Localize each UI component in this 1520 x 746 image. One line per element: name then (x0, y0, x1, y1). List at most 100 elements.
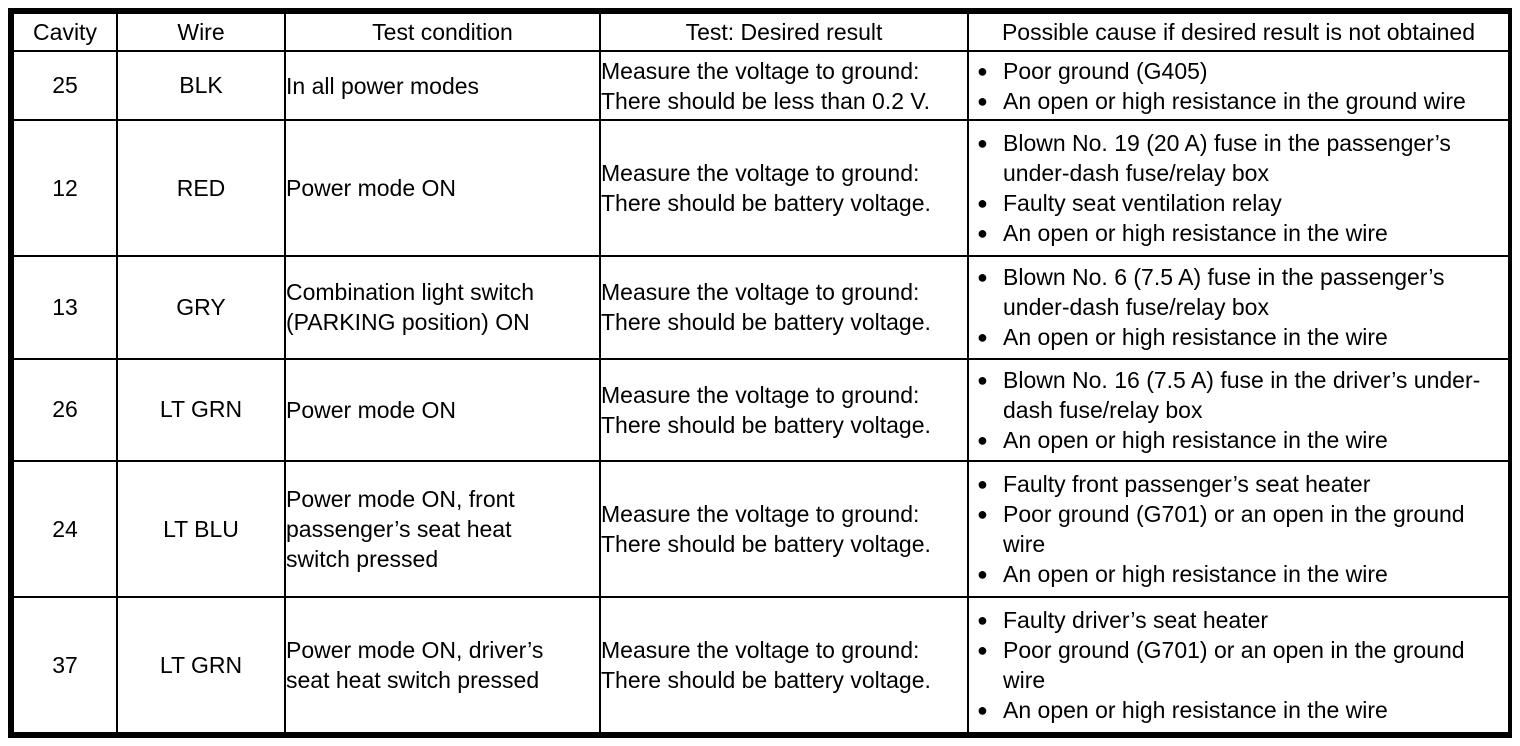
text-line: Measure the voltage to ground: (601, 501, 920, 528)
cell-wire: GRY (116, 255, 286, 360)
cause-list-item: ● Poor ground (G405) (969, 56, 1508, 86)
cause-text: Blown No. 16 (7.5 A) fuse in the driver’… (1003, 366, 1481, 423)
text-line: Measure the voltage to ground: (601, 381, 920, 408)
cause-list: ● Blown No. 16 (7.5 A) fuse in the driver… (969, 365, 1508, 455)
cell-cavity: 12 (12, 119, 118, 258)
cause-list-item: ● An open or high resistance in the wire (969, 218, 1508, 248)
diagnostic-table: Cavity Wire Test condition Test: Desired… (12, 12, 1510, 734)
cause-list: ●Faulty driver’s seat heater●Poor ground… (969, 605, 1508, 725)
column-header-test-condition: Test condition (284, 12, 601, 52)
cell-test-desired-result: Measure the voltage to ground:There shou… (599, 357, 969, 463)
text-line: There should be battery voltage. (601, 531, 931, 558)
cause-list-item: ● Poor ground (G701) or an open in the gr… (969, 499, 1508, 559)
column-header-possible-cause: Possible cause if desired result is not … (967, 12, 1510, 52)
cause-text: Faulty front passenger’s seat heater (1003, 471, 1371, 498)
cell-test-condition: Power mode ON, front passenger’s seat hea… (284, 460, 601, 599)
cell-wire: BLK (116, 49, 286, 122)
cause-text: An open or high resistance in the wire (1003, 324, 1388, 351)
text-line: Power mode ON, driver’s (286, 637, 544, 663)
cell-test-condition: Power mode ON (284, 357, 601, 463)
cause-list-item: ● Faulty driver’s seat heater (969, 605, 1508, 635)
text-line: There should be battery voltage. (601, 190, 931, 217)
text-line: Measure the voltage to ground: (601, 279, 920, 306)
cause-text: Faulty driver’s seat heater (1003, 607, 1269, 633)
text-line: There should be battery voltage. (601, 309, 931, 336)
column-header-test-desired-result: Test: Desired result (599, 12, 969, 52)
cell-test-condition: In all power modes (284, 49, 601, 122)
cell-cavity: 26 (12, 357, 118, 463)
bullet-icon: ● (977, 504, 988, 525)
cell-test-condition: Combination light switch (PARKING positio… (284, 255, 601, 360)
cause-list-item: ● Faulty seat ventilation relay (969, 188, 1508, 218)
cause-text: Poor ground (G701) or an open in the gro… (1003, 637, 1465, 693)
cause-list-item: ● Blown No. 19 (20 A) fuse in the passeng… (969, 128, 1508, 188)
diagnostic-table-container: Cavity Wire Test condition Test: Desired… (8, 8, 1512, 738)
cause-text: Faulty seat ventilation relay (1003, 190, 1282, 217)
text-line: There should be less than 0.2 V. (601, 87, 931, 114)
text-line: passenger’s seat heat (286, 516, 512, 543)
bullet-icon: ● (977, 429, 988, 450)
cell-possible-cause: ● Faulty front passenger’s seat heater ● Po… (967, 460, 1510, 599)
column-header-cavity: Cavity (12, 12, 118, 52)
cause-list-item: ●Poor ground (G701) or an open in the gr… (969, 635, 1508, 695)
cause-text: Blown No. 19 (20 A) fuse in the passenge… (1003, 130, 1451, 187)
bullet-icon: ● (977, 90, 988, 111)
cell-test-desired-result: Measure the voltage to ground: There shou… (599, 119, 969, 258)
cause-list-item: ● An open or high resistance in the wire (969, 322, 1508, 352)
cause-list: ● Poor ground (G405) ● An open or high resi… (969, 56, 1508, 116)
text-line: Power mode ON (286, 396, 457, 423)
bullet-icon: ● (977, 267, 988, 288)
text-line: seat heat switch pressed (286, 667, 540, 693)
text-line: Combination light switch (286, 279, 535, 306)
cause-text: An open or high resistance in the wire (1003, 697, 1388, 723)
cause-list-item: ● An open or high resistance in the wire (969, 425, 1508, 455)
bullet-icon: ● (977, 610, 988, 630)
text-line: In all power modes (286, 72, 480, 99)
cause-text: An open or high resistance in the wire (1003, 561, 1388, 588)
cause-list: ● Faulty front passenger’s seat heater ● Po… (969, 469, 1508, 589)
cell-possible-cause: ● Blown No. 16 (7.5 A) fuse in the driver… (967, 357, 1510, 463)
cell-possible-cause: ● Poor ground (G405) ● An open or high resi… (967, 49, 1510, 122)
text-line: Power mode ON, front (286, 486, 515, 513)
bullet-icon: ● (977, 133, 988, 154)
text-line: There should be battery voltage. (601, 667, 931, 693)
text-line: (PARKING position) ON (286, 309, 530, 336)
cause-text: An open or high resistance in the wire (1003, 220, 1388, 247)
cause-list-item: ● Blown No. 6 (7.5 A) fuse in the passeng… (969, 262, 1508, 322)
cell-cavity: 37 (12, 596, 118, 734)
bullet-icon: ● (977, 327, 988, 348)
bullet-icon: ● (977, 700, 988, 720)
cell-wire: LT GRN (116, 596, 286, 734)
text-line: switch pressed (286, 546, 439, 573)
cell-cavity: 25 (12, 49, 118, 122)
cause-list: ● Blown No. 19 (20 A) fuse in the passeng… (969, 128, 1508, 248)
cause-text: Poor ground (G405) (1003, 57, 1208, 84)
bullet-icon: ● (977, 564, 988, 585)
cell-possible-cause: ● Blown No. 6 (7.5 A) fuse in the passeng… (967, 255, 1510, 360)
bullet-icon: ● (977, 223, 988, 244)
bullet-icon: ● (977, 474, 988, 495)
cell-test-condition: Power mode ON, driver’s seat heat switch … (284, 596, 601, 734)
cell-wire: LT GRN (116, 357, 286, 463)
bullet-icon: ● (977, 193, 988, 214)
cause-text: Blown No. 6 (7.5 A) fuse in the passenge… (1003, 264, 1445, 321)
bullet-icon: ● (977, 60, 988, 81)
cause-list-item: ● An open or high resistance in the groun… (969, 86, 1508, 116)
text-line: Power mode ON (286, 175, 457, 202)
cell-test-condition: Power mode ON (284, 119, 601, 258)
cell-possible-cause: ● Blown No. 19 (20 A) fuse in the passeng… (967, 119, 1510, 258)
cell-possible-cause: ●Faulty driver’s seat heater●Poor ground… (967, 596, 1510, 734)
header-row: Cavity Wire Test condition Test: Desired… (12, 12, 1510, 52)
cell-test-desired-result: Measure the voltage to ground:There shou… (599, 596, 969, 734)
cause-text: An open or high resistance in the wire (1003, 426, 1388, 453)
bullet-icon: ● (977, 369, 988, 390)
text-line: Measure the voltage to ground: (601, 160, 920, 187)
cell-test-desired-result: Measure the voltage to ground: There shou… (599, 255, 969, 360)
table-header: Cavity Wire Test condition Test: Desired… (12, 12, 1510, 52)
cause-text: Poor ground (G701) or an open in the gro… (1003, 501, 1465, 558)
cause-text: An open or high resistance in the ground… (1003, 87, 1466, 114)
